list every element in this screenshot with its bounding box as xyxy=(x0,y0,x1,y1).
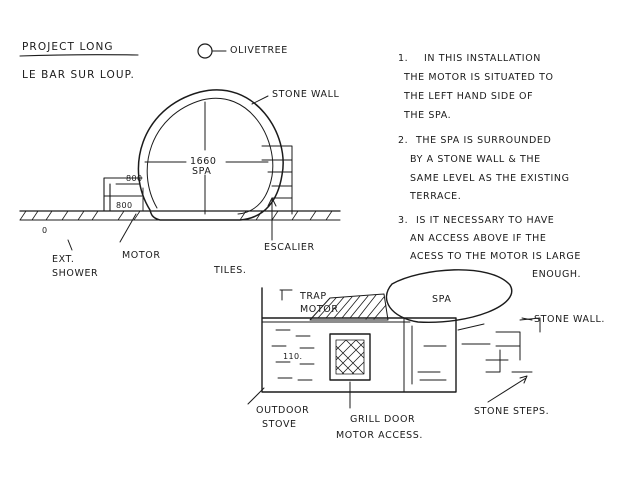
stone-wall-lines xyxy=(261,145,293,215)
trap-motor-hatching xyxy=(317,294,387,320)
elevation-sketch: 1660 SPA STONE WALL 0 800 800 EXT. SHOWE… xyxy=(19,89,341,279)
spa-lid-outline xyxy=(385,269,513,323)
note-3-line-1: IS IT NECESSARY TO HAVE xyxy=(416,215,554,226)
ext-shower-label-2: SHOWER xyxy=(52,268,98,279)
trap-label-2: MOTOR xyxy=(300,304,339,315)
olive-tree-label: OLIVETREE xyxy=(230,45,288,56)
perspective-stone-wall-label: STONE WALL. xyxy=(534,314,605,325)
ext-shower-label-1: EXT. xyxy=(52,254,74,265)
stone-wall-label: STONE WALL xyxy=(272,89,340,100)
ext-shower-leader xyxy=(67,239,73,251)
note-3-number: 3. xyxy=(398,215,408,226)
stone-wall-leader-2 xyxy=(521,317,533,321)
motor-leader xyxy=(119,213,137,243)
header-block: PROJECT LONG LE BAR SUR LOUP. OLIVETREE xyxy=(19,41,288,81)
motor-box xyxy=(103,177,143,212)
note-1-line-2: THE MOTOR IS SITUATED TO xyxy=(403,72,554,83)
grill-door-frame xyxy=(329,333,371,381)
note-3-line-4: ENOUGH. xyxy=(532,269,581,280)
outdoor-stove-label-1: OUTDOOR xyxy=(256,405,309,416)
escalier-arrow xyxy=(267,197,277,241)
trap-label-1: TRAP xyxy=(299,291,327,302)
stove-mark: 110. xyxy=(283,352,302,361)
note-2-line-4: TERRACE. xyxy=(409,191,461,202)
spa-size-label: 1660 xyxy=(190,156,217,167)
note-1-line-1: IN THIS INSTALLATION xyxy=(424,53,541,64)
box-outline xyxy=(261,287,457,393)
note-1-line-3: THE LEFT HAND SIDE OF xyxy=(403,91,533,102)
stone-steps-label: STONE STEPS. xyxy=(474,406,549,417)
note-1-number: 1. xyxy=(398,53,408,64)
note-3-line-2: AN ACCESS ABOVE IF THE xyxy=(410,233,546,244)
escalier-label: ESCALIER xyxy=(264,242,315,253)
project-title: PROJECT LONG xyxy=(22,41,114,53)
stone-steps-arrow xyxy=(487,375,528,403)
notes-block: 1. IN THIS INSTALLATION THE MOTOR IS SIT… xyxy=(398,53,581,280)
note-2-line-1: THE SPA IS SURROUNDED xyxy=(415,135,551,146)
trap-motor-lid xyxy=(309,293,389,321)
note-3-line-3: ACESS TO THE MOTOR IS LARGE xyxy=(410,251,581,262)
zero-mark: 0 xyxy=(42,226,48,235)
grill-door-mesh xyxy=(335,339,365,375)
terrace-hatching xyxy=(19,210,333,221)
olive-tree-symbol xyxy=(197,43,213,59)
note-2-line-3: SAME LEVEL AS THE EXISTING xyxy=(410,173,570,184)
note-2-line-2: BY A STONE WALL & THE xyxy=(410,154,541,165)
spa-label: SPA xyxy=(192,166,211,177)
grill-door-label-2: MOTOR ACCESS. xyxy=(336,430,423,441)
grill-door-label-1: GRILL DOOR xyxy=(350,414,415,425)
location-text: LE BAR SUR LOUP. xyxy=(22,69,135,81)
outdoor-stove-label-2: STOVE xyxy=(262,419,297,430)
perspective-spa-label: SPA xyxy=(432,294,451,305)
outdoor-stove-leader xyxy=(247,387,265,405)
motor-label: MOTOR xyxy=(122,250,161,261)
trap-marker xyxy=(279,289,293,301)
stone-wall-leader xyxy=(251,95,269,105)
perspective-stone-wall xyxy=(411,323,491,385)
perspective-sketch: TILES. SPA TRAP MOTOR 110. STONE WALL. O… xyxy=(213,265,605,441)
motor-dim-width: 800 xyxy=(126,174,142,183)
motor-dim-height: 800 xyxy=(116,201,132,210)
tiles-label: TILES. xyxy=(213,265,247,276)
note-1-line-4: THE SPA. xyxy=(403,110,451,121)
box-inner-lines xyxy=(261,317,411,393)
note-2-number: 2. xyxy=(398,135,408,146)
spa-inner-outline xyxy=(146,97,274,215)
stove-bricks xyxy=(271,329,315,381)
spa-outline xyxy=(137,89,284,221)
stone-steps-drawing xyxy=(485,317,541,373)
title-underline xyxy=(19,54,139,57)
